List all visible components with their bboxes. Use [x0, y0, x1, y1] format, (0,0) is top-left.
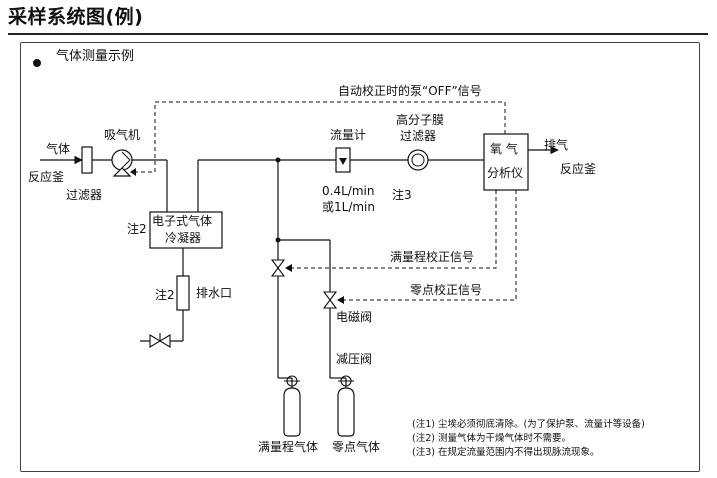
suction-pump-label: 吸气机	[104, 128, 141, 142]
pump-off-signal-arrowhead	[130, 168, 136, 176]
polymer-filter-symbol	[407, 149, 429, 171]
flowmeter-label: 流量计	[330, 128, 367, 142]
span-gas-cylinder	[283, 378, 301, 437]
flow-rate-label-2: 或1L/min	[322, 200, 375, 214]
cooler-label-line2: 冷凝器	[165, 231, 202, 245]
span-signal-label: 满量程校正信号	[390, 250, 475, 264]
note-2: (注2) 测量气体为干燥气体时不需要。	[412, 433, 571, 444]
solenoid-valve-label: 电磁阀	[336, 310, 373, 324]
zero-branch-junction	[275, 237, 281, 243]
analyzer-label-line1: 氧 气	[490, 142, 518, 156]
notes-block: (注1) 尘埃必须彻底清除。(为了保护泵、流量计等设备) (注2) 测量气体为干…	[412, 418, 645, 460]
filter-label: 过滤器	[66, 188, 103, 202]
zero-solenoid-valve[interactable]	[322, 291, 338, 309]
span-solenoid-valve[interactable]	[270, 259, 286, 277]
flowmeter-symbol	[335, 147, 351, 173]
zero-calibration-signal-line	[344, 190, 517, 301]
span-calibration-signal-line	[292, 190, 497, 269]
drain-valve[interactable]	[149, 333, 171, 348]
cooler-box	[149, 211, 223, 249]
drain-trap	[176, 275, 190, 311]
diagram-frame	[20, 42, 700, 472]
zero-gas-cylinder	[337, 378, 355, 437]
zero-signal-label: 零点校正信号	[410, 283, 483, 297]
span-signal-arrowhead	[285, 264, 292, 272]
analyzer-box	[483, 133, 529, 191]
auto-cal-pump-off-signal-line	[136, 101, 506, 173]
zero-signal-arrowhead	[337, 296, 344, 304]
page-title: 采样系统图(例)	[8, 6, 144, 28]
polymer-filter-label-2: 过滤器	[400, 129, 437, 143]
auto-cal-signal-label: 自动校正时的泵“OFF”信号	[338, 84, 482, 98]
title-divider	[8, 33, 708, 35]
span-gas-label: 满量程气体	[258, 440, 319, 454]
gas-inlet-label: 气体	[46, 142, 71, 156]
zero-gas-label: 零点气体	[332, 440, 381, 454]
filter-element	[81, 146, 93, 174]
inlet-reactor-label: 反应釜	[28, 170, 65, 184]
drain-note2-label: 注2	[155, 288, 175, 302]
polymer-filter-label-1: 高分子膜	[396, 113, 445, 127]
note-1: (注1) 尘埃必须彻底清除。(为了保护泵、流量计等设备)	[412, 419, 645, 430]
cooler-note2-label: 注2	[127, 222, 147, 236]
flow-rate-label-1: 0.4L/min	[322, 184, 375, 198]
pressure-reducer-label: 减压阀	[336, 352, 373, 366]
suction-pump-symbol	[111, 149, 133, 177]
note-3: (注3) 在规定流量范围内不得出现脉流现象。	[412, 447, 600, 458]
cooler-label-line1: 电子式气体	[152, 214, 213, 228]
drain-outlet-label: 排水口	[196, 286, 233, 300]
outlet-reactor-label: 反应釜	[560, 162, 597, 176]
note3-label: 注3	[392, 188, 412, 202]
section-heading: 气体测量示例	[56, 49, 135, 64]
section-bullet	[33, 59, 41, 67]
analyzer-label-line2: 分析仪	[487, 166, 524, 180]
exhaust-label: 排气	[544, 138, 569, 152]
